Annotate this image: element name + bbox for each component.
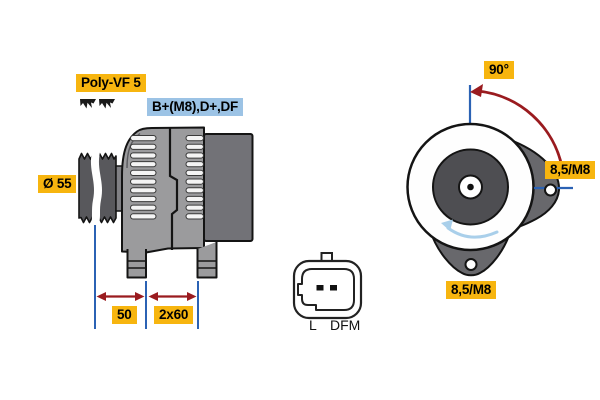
dimension-label-50: 50 <box>112 306 137 324</box>
connector-pins <box>316 285 337 291</box>
belt-profile-icon <box>80 99 115 109</box>
cooling-vents-front <box>130 135 157 220</box>
alternator-front-view <box>406 84 573 277</box>
dimension-extension-lines <box>94 225 199 329</box>
mounting-foot-left <box>126 249 147 279</box>
mount-bottom-label: 8,5/M8 <box>446 281 497 299</box>
connector-pinout <box>292 252 363 320</box>
rotation-arrowhead <box>441 219 453 231</box>
pin-label-dfm: DFM <box>330 317 361 333</box>
alternator-side-view <box>78 99 254 329</box>
angle-arc-arrow <box>477 89 564 168</box>
belt-type-label: Poly-VF 5 <box>76 74 146 92</box>
pulley-break-line <box>90 152 103 224</box>
pulley-diameter-label: Ø 55 <box>38 175 77 193</box>
rotation-arrow <box>446 226 499 239</box>
rear-housing <box>203 133 254 242</box>
mounting-foot-right <box>196 242 218 279</box>
dimension-arrow-2x60 <box>148 292 197 301</box>
mount-hole-right <box>544 183 557 197</box>
mount-hole-bottom <box>464 258 478 271</box>
angle-label: 90° <box>484 61 514 79</box>
terminal-label: B+(M8),D+,DF <box>147 98 244 116</box>
dimension-arrow-50 <box>96 292 145 301</box>
mount-right-label: 8,5/M8 <box>545 161 596 179</box>
cooling-vents-rear <box>185 135 204 220</box>
pin-label-l: L <box>309 317 317 333</box>
angle-arc-arrowhead <box>470 84 483 97</box>
connector-inner-shroud <box>297 268 355 311</box>
dimension-label-2x60: 2x60 <box>154 306 194 324</box>
shaft-center-dot <box>467 183 474 191</box>
alternator-housing <box>121 126 205 254</box>
housing-seam-line <box>168 128 179 250</box>
